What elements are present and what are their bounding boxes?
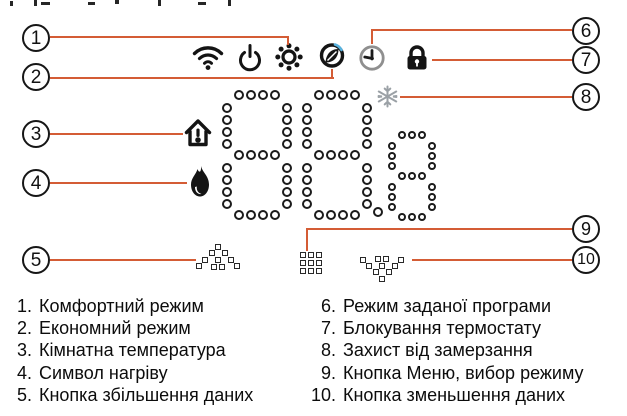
callout-line-9v xyxy=(306,228,308,251)
increase-button xyxy=(196,244,242,273)
legend-num: 6. xyxy=(320,296,336,316)
heat-flame-icon xyxy=(188,165,212,198)
legend-label: Символ нагріву xyxy=(39,362,168,383)
comfort-sun-icon xyxy=(274,42,304,72)
legend-label: Кімнатна температура xyxy=(39,340,226,361)
legend-num: 2. xyxy=(16,318,32,339)
legend-item-1: 1. Комфортний режим xyxy=(8,295,253,317)
legend-right-column: 6. Режим заданої програми 7. Блокування те… xyxy=(304,295,584,406)
menu-button xyxy=(300,252,323,275)
callout-line-1 xyxy=(50,36,289,38)
legend-item-4: 4. Символ нагріву xyxy=(8,362,253,384)
lcd-digit xyxy=(222,90,292,220)
legend-item-5: 5. Кнопка збільшення даних xyxy=(8,384,253,406)
callout-1: 1 xyxy=(22,24,50,52)
callout-8: 8 xyxy=(572,83,600,111)
legend-item-7: 7. Блокування термостату xyxy=(304,317,584,339)
legend-item-10: 10. Кнопка зменьшення даних xyxy=(304,384,584,406)
legend-label: Комфортний режим xyxy=(39,296,204,316)
callout-line-10 xyxy=(412,259,572,261)
callout-5: 5 xyxy=(22,246,50,274)
callout-line-2 xyxy=(50,77,334,79)
legend-label: Кнопка Меню, вибор режиму xyxy=(343,362,584,383)
legend-num: 1. xyxy=(16,296,32,316)
legend-label: Економний режим xyxy=(39,318,191,339)
legend-item-6: 6. Режим заданої програми xyxy=(304,295,584,317)
legend-num: 3. xyxy=(16,340,32,361)
callout-line-3 xyxy=(50,133,183,135)
legend-label: Захист від замерзання xyxy=(343,340,533,361)
lcd-digit xyxy=(388,131,436,221)
legend-label: Кнопка зменьшення даних xyxy=(343,384,566,405)
legend-label: Кнопка збільшення даних xyxy=(39,384,254,405)
callout-line-6v xyxy=(371,29,373,44)
power-icon xyxy=(237,42,263,72)
callout-2: 2 xyxy=(22,63,50,91)
callout-line-7 xyxy=(432,59,572,61)
lock-icon xyxy=(403,44,431,71)
callout-4: 4 xyxy=(22,169,50,197)
callout-line-4 xyxy=(50,182,187,184)
legend-left-column: 1. Комфортний режим 2. Економний режим 3. К… xyxy=(8,295,253,406)
callout-line-1v xyxy=(287,36,289,45)
decrease-button xyxy=(360,256,406,285)
room-house-icon xyxy=(183,116,213,149)
callout-line-2v xyxy=(331,69,333,78)
legend-label: Блокування термостату xyxy=(343,318,541,339)
legend-num: 4. xyxy=(16,362,32,383)
callout-line-8 xyxy=(400,96,572,98)
callout-line-5 xyxy=(50,259,196,261)
legend-num: 8. xyxy=(320,340,336,361)
eco-leaf-icon xyxy=(318,40,346,70)
callout-7: 7 xyxy=(572,46,600,74)
frost-snowflake-icon xyxy=(376,85,399,108)
legend-label: Режим заданої програми xyxy=(343,296,552,316)
callout-line-6 xyxy=(371,29,572,31)
legend-item-9: 9. Кнопка Меню, вибор режиму xyxy=(304,362,584,384)
lcd-digit xyxy=(302,90,372,220)
legend-item-3: 3. Кімнатна температура xyxy=(8,339,253,361)
callout-9: 9 xyxy=(572,215,600,243)
callout-3: 3 xyxy=(22,120,50,148)
callout-line-9 xyxy=(306,228,572,230)
legend-num: 5. xyxy=(16,384,32,405)
wifi-icon xyxy=(192,44,224,71)
callout-6: 6 xyxy=(572,17,600,45)
legend-item-2: 2. Економний режим xyxy=(8,317,253,339)
legend-num: 9. xyxy=(320,362,336,383)
program-clock-icon xyxy=(357,43,387,73)
legend-item-8: 8. Захист від замерзання xyxy=(304,339,584,361)
legend-num: 10. xyxy=(310,384,336,405)
callout-10: 10 xyxy=(572,246,600,274)
legend-num: 7. xyxy=(320,318,336,339)
